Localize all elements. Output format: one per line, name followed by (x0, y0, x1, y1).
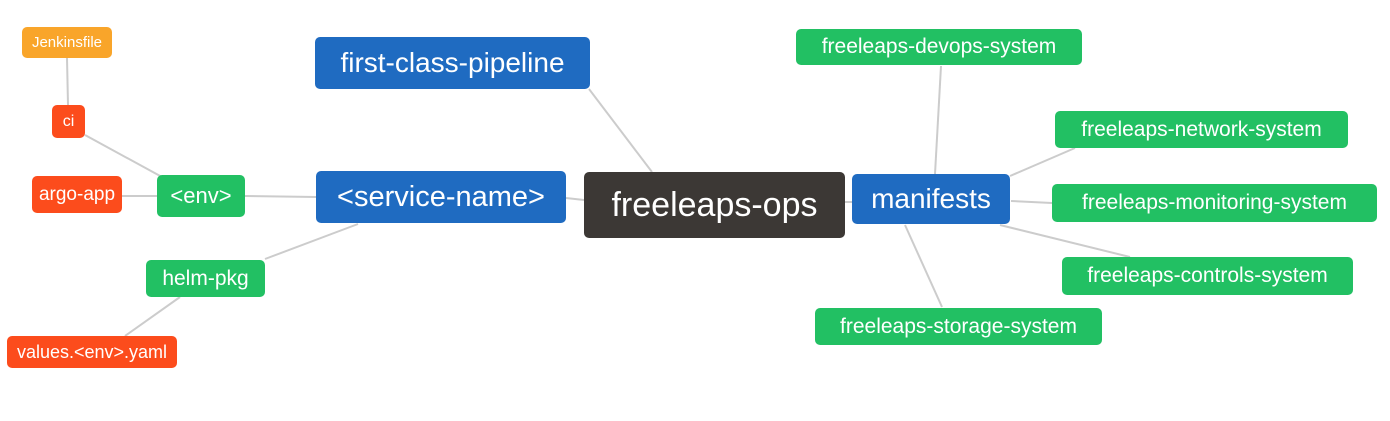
node-ci[interactable]: ci (52, 105, 85, 138)
node-monitoring-system[interactable]: freeleaps-monitoring-system (1052, 184, 1377, 222)
edge-manifests-devops-system (934, 65, 942, 175)
edge-ci-env (84, 134, 163, 178)
node-jenkinsfile[interactable]: Jenkinsfile (22, 27, 112, 58)
edge-manifests-storage-system (904, 224, 943, 308)
node-label: first-class-pipeline (340, 47, 565, 78)
node-label: freeleaps-storage-system (840, 314, 1077, 338)
node-label: manifests (871, 183, 991, 214)
node-network-system[interactable]: freeleaps-network-system (1055, 111, 1348, 148)
node-argo-app[interactable]: argo-app (32, 176, 122, 213)
edge-manifests-network-system (1009, 147, 1076, 177)
node-helm-pkg[interactable]: helm-pkg (146, 260, 265, 297)
node-label: <service-name> (337, 180, 545, 213)
node-label: freeleaps-monitoring-system (1082, 191, 1347, 214)
node-env[interactable]: <env> (157, 175, 245, 217)
node-freeleaps-ops[interactable]: freeleaps-ops (584, 172, 845, 238)
node-first-class-pipeline[interactable]: first-class-pipeline (315, 37, 590, 89)
node-label: ci (62, 112, 75, 130)
node-label: freeleaps-network-system (1081, 117, 1322, 141)
node-label: Jenkinsfile (31, 34, 103, 51)
edge-service-name-helm-pkg (264, 223, 359, 260)
node-storage-system[interactable]: freeleaps-storage-system (815, 308, 1102, 345)
node-label: helm-pkg (162, 266, 249, 290)
edge-manifests-monitoring-system (1010, 200, 1053, 204)
edge-env-service-name (244, 195, 317, 198)
edge-helm-pkg-values-env-yaml (124, 296, 181, 337)
node-manifests[interactable]: manifests (852, 174, 1010, 224)
node-label: freeleaps-controls-system (1087, 264, 1328, 287)
edge-jenkinsfile-ci (66, 57, 69, 106)
node-label: values.<env>.yaml (16, 341, 168, 362)
node-devops-system[interactable]: freeleaps-devops-system (796, 29, 1082, 65)
edge-first-class-pipeline-freeleaps-ops (588, 88, 653, 173)
node-label: argo-app (38, 183, 116, 205)
node-label: freeleaps-ops (611, 185, 818, 224)
node-label: <env> (170, 183, 232, 208)
edge-service-name-freeleaps-ops (565, 197, 585, 201)
node-values-env-yaml[interactable]: values.<env>.yaml (7, 336, 177, 368)
node-service-name[interactable]: <service-name> (316, 171, 566, 223)
node-label: freeleaps-devops-system (821, 35, 1057, 58)
node-controls-system[interactable]: freeleaps-controls-system (1062, 257, 1353, 295)
edge-manifests-controls-system (999, 224, 1131, 258)
